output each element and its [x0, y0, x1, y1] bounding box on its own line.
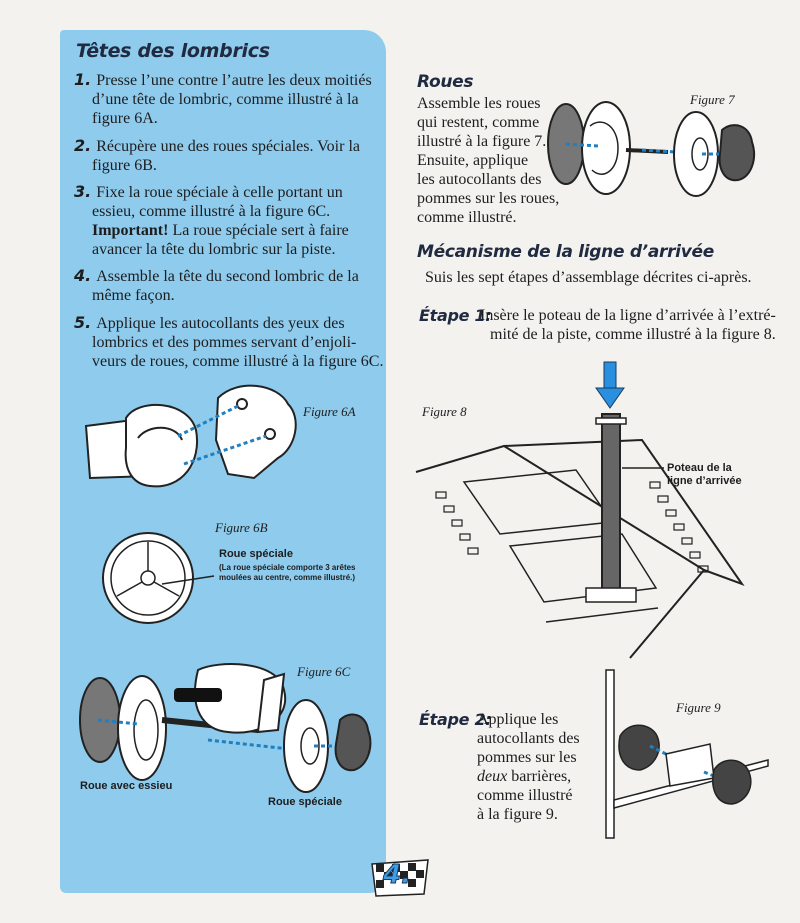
step-number: 4.: [74, 266, 92, 285]
text-line: pommes sur les: [477, 749, 577, 766]
text-line: à la figure 9.: [477, 806, 558, 823]
text-line: comme illustré: [477, 787, 573, 804]
mecanisme-intro: Suis les sept étapes d’assemblage décrit…: [425, 269, 752, 286]
figure-8-track-illustration: [415, 361, 745, 659]
step-number: 1.: [74, 70, 92, 89]
deux-emphasis: deux: [477, 768, 508, 785]
section-title-roues: Roues: [417, 72, 474, 92]
step-3: 3.Fixe la roue spéciale à celle portant …: [74, 182, 379, 259]
text-line: comme illustré.: [417, 209, 517, 226]
figure-6c-caption: Figure 6C: [297, 664, 351, 679]
text-line: mité de la piste, comme illustré à la fi…: [490, 326, 776, 343]
text-line: Applique les: [477, 711, 559, 728]
step-line: même façon.: [92, 287, 175, 304]
roues-paragraph: Assemble les roues qui restent, comme il…: [417, 94, 567, 227]
roue-speciale-label-6c: Roue spéciale: [268, 796, 342, 808]
section-title-tetes: Têtes des lombrics: [76, 40, 270, 62]
step-line: Fixe la roue spéciale à celle portant un: [96, 184, 343, 201]
etape-1-label: Étape 1:: [419, 306, 492, 325]
roue-speciale-note: (La roue spéciale comporte 3 arêtes moul…: [219, 563, 356, 583]
figure-6c-illustration: [79, 663, 372, 793]
figure-6a-illustration: [84, 384, 297, 488]
step-line: Presse l’une contre l’autre les deux moi…: [96, 72, 372, 89]
figure-6a-caption: Figure 6A: [303, 404, 356, 419]
step-4: 4.Assemble la tête du second lombric de …: [74, 266, 379, 305]
page-number-flag-icon: [371, 859, 429, 897]
etape-2-label: Étape 2:: [419, 710, 492, 729]
figure-7-illustration: [547, 101, 756, 197]
important-label: Important!: [92, 222, 169, 239]
figure-7-caption: Figure 7: [690, 92, 735, 107]
step-number: 5.: [74, 313, 92, 332]
text-line: illustré à la figure 7.: [417, 133, 547, 150]
step-line: Assemble la tête du second lombric de la: [96, 268, 359, 285]
step-line: Récupère une des roues spéciales. Voir l…: [96, 138, 360, 155]
figure-6b-caption: Figure 6B: [215, 520, 268, 535]
label-line: Poteau de la: [667, 462, 732, 474]
figure-8-caption: Figure 8: [422, 404, 467, 419]
step-line: d’une tête de lombric, comme illustré à …: [92, 91, 359, 108]
step-line: essieu, comme illustré à la figure 6C.: [92, 203, 331, 220]
text-line: Ensuite, applique: [417, 152, 529, 169]
roue-avec-essieu-label: Roue avec essieu: [80, 780, 173, 792]
step-2: 2.Récupère une des roues spéciales. Voir…: [74, 136, 379, 175]
step-number: 3.: [74, 182, 92, 201]
page-number: 4.: [383, 860, 412, 891]
poteau-label: Poteau de la ligne d’arrivée: [667, 462, 742, 488]
text-line: pommes sur les roues,: [417, 190, 560, 207]
etape-1-text: Insère le poteau de la ligne d’arrivée à…: [480, 306, 780, 344]
step-line: lombrics et des pommes servant d’enjoli-: [92, 334, 357, 351]
text-line: Assemble les roues: [417, 95, 541, 112]
step-number: 2.: [74, 136, 92, 155]
step-line: La roue spéciale sert à faire: [172, 222, 349, 239]
step-1: 1.Presse l’une contre l’autre les deux m…: [74, 70, 379, 128]
note-line: moulées au centre, comme illustré.): [219, 573, 356, 582]
figure-9-caption: Figure 9: [676, 700, 721, 715]
text-line: Insère le poteau de la ligne d’arrivée à…: [480, 307, 776, 324]
roue-speciale-label: Roue spéciale: [219, 548, 293, 560]
step-5: 5.Applique les autocollants des yeux des…: [74, 313, 384, 371]
text-line: autocollants des: [477, 730, 580, 747]
note-line: (La roue spéciale comporte 3 arêtes: [219, 563, 356, 572]
step-line: veurs de roues, comme illustré à la figu…: [92, 353, 384, 370]
label-line: ligne d’arrivée: [667, 475, 742, 487]
text-line: les autocollants des: [417, 171, 542, 188]
step-line: figure 6A.: [92, 110, 158, 127]
step-line: Applique les autocollants des yeux des: [96, 315, 345, 332]
step-line: figure 6B.: [92, 157, 157, 174]
etape-2-text: Applique les autocollants des pommes sur…: [477, 710, 597, 824]
text-line: barrières,: [511, 768, 572, 785]
text-line: qui restent, comme: [417, 114, 540, 131]
figure-6b-wheel: [102, 532, 215, 624]
figure-9-illustration: [605, 669, 769, 839]
section-title-mecanisme: Mécanisme de la ligne d’arrivée: [417, 242, 714, 262]
step-line: avancer la tête du lombric sur la piste.: [92, 241, 336, 258]
